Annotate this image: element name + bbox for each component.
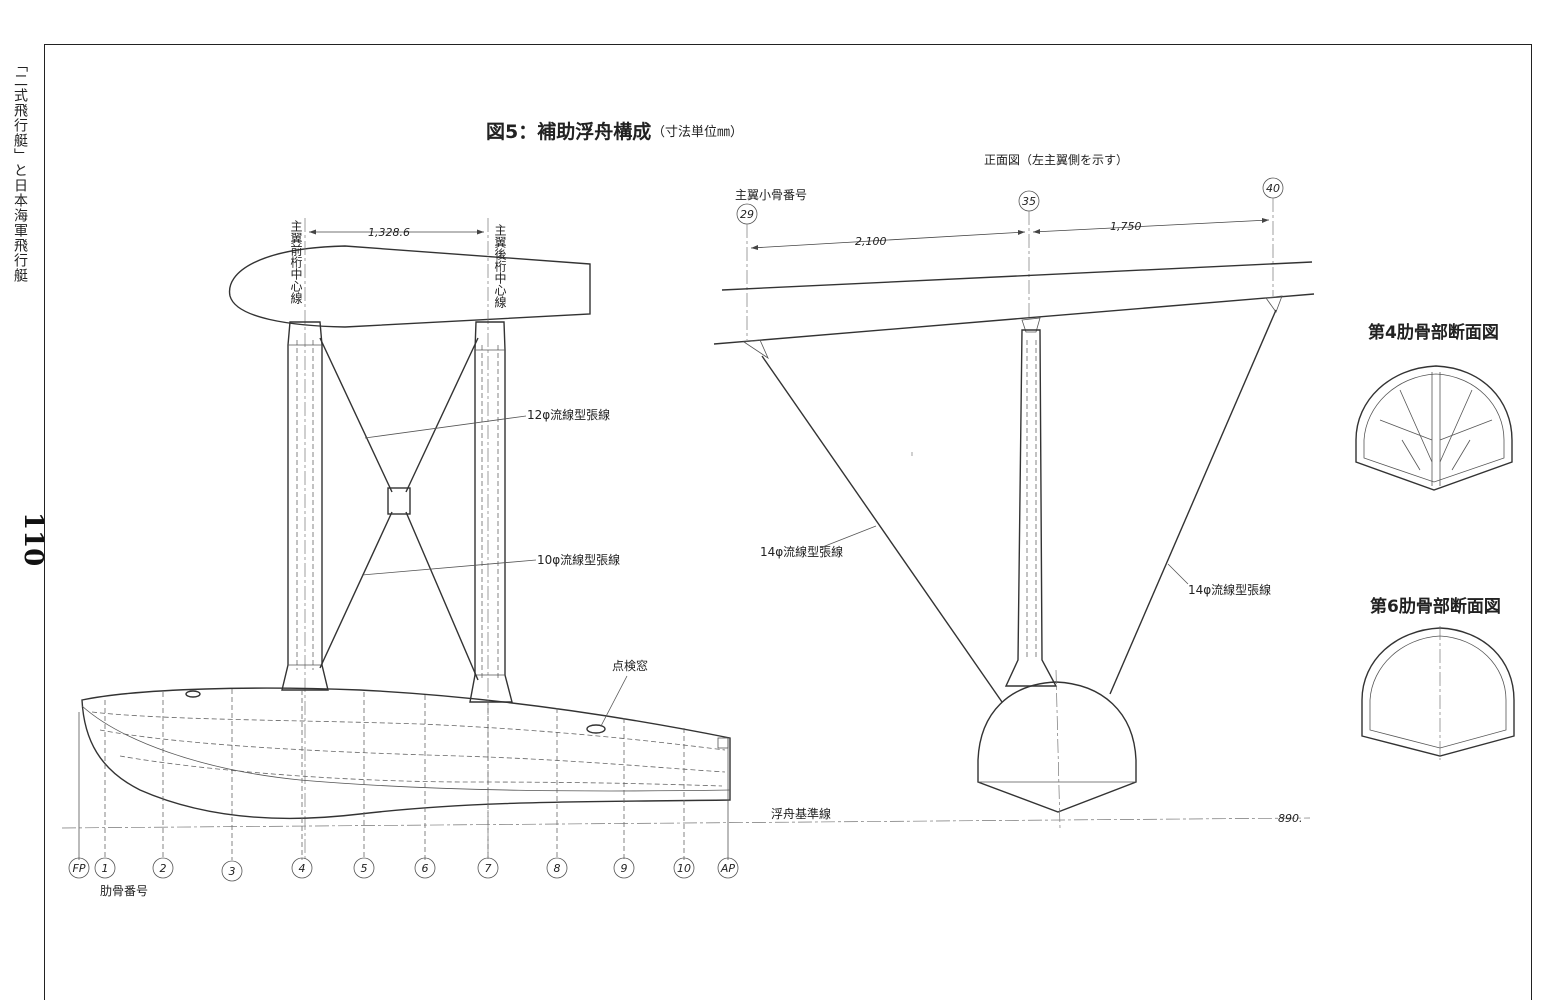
front-strut [281, 321, 329, 691]
wing-rib-40: 40 [1266, 182, 1280, 195]
wing-rib-label: 主翼小骨番号 [735, 188, 807, 202]
wire-left-label: 14φ流線型張線 [760, 544, 843, 559]
wire-right-label: 14φ流線型張線 [1188, 582, 1271, 597]
wing-section-side [228, 218, 591, 860]
page-number: 110 [18, 512, 48, 567]
inspection-window-leader [600, 675, 628, 727]
figure-title-unit: （寸法単位㎜） [652, 124, 743, 140]
station-5: 5 [361, 862, 368, 875]
book-spine-title: 「二式飛行艇」と日本海軍飛行艇 [12, 58, 28, 283]
float-baseline [61, 817, 1311, 829]
spar-spacing-value: 1,328.6 [368, 226, 410, 239]
wing-front-view [713, 261, 1315, 360]
wing-rib-markers [736, 177, 1284, 340]
wire-left-leader [819, 525, 877, 549]
rib4-section-title: 第4肋骨部断面図 [1368, 322, 1499, 343]
station-markers [68, 857, 739, 882]
front-spar-label: 主翼前桁中心線 [289, 220, 303, 304]
float-front-view [977, 669, 1137, 829]
float-baseline-label: 浮舟基準線 [771, 806, 831, 821]
rib4-section [1355, 365, 1513, 491]
cross-bracing-wires [319, 337, 479, 681]
wire-10-label: 10φ流線型張線 [537, 552, 620, 567]
station-FP: FP [73, 862, 86, 875]
station-8: 8 [554, 862, 561, 875]
front-view-wires [761, 309, 1277, 703]
station-AP: AP [720, 862, 736, 875]
rib6-section-title: 第6肋骨部断面図 [1370, 596, 1501, 617]
rib6-section [1361, 626, 1515, 760]
float-hull-side [81, 687, 731, 820]
wing-rib-29: 29 [740, 208, 754, 221]
dim-1750: 1,750 [1110, 220, 1142, 233]
wire-10-leader [361, 559, 537, 576]
drawing-frame [44, 44, 1532, 1000]
station-9: 9 [621, 862, 628, 875]
float-baseline-value: 890. [1278, 812, 1303, 825]
wire-12-leader [364, 415, 527, 439]
station-4: 4 [299, 862, 306, 875]
inspection-window-label: 点検窓 [612, 658, 648, 673]
front-view-title: 正面図（左主翼側を示す） [984, 152, 1128, 167]
wire-right-leader [1167, 563, 1189, 585]
rib-number-label: 肋骨番号 [100, 883, 148, 898]
center-strut-front [1004, 329, 1058, 687]
dim-2100: 2,100 [855, 235, 887, 248]
station-6: 6 [422, 862, 429, 875]
wing-rib-35: 35 [1022, 195, 1036, 208]
station-1: 1 [102, 862, 109, 875]
station-2: 2 [160, 862, 167, 875]
wire-12-label: 12φ流線型張線 [527, 407, 610, 422]
spar-spacing-dimension [309, 229, 484, 235]
station-10: 10 [677, 862, 691, 875]
figure-title: 図5：補助浮舟構成 [486, 120, 651, 143]
rib-spacing-dimensions [750, 218, 1270, 250]
station-3: 3 [229, 865, 236, 878]
station-7: 7 [485, 862, 492, 875]
rear-spar-label: 主翼後桁中心線 [493, 224, 507, 308]
rear-strut [469, 321, 513, 703]
station-lines [78, 689, 729, 860]
